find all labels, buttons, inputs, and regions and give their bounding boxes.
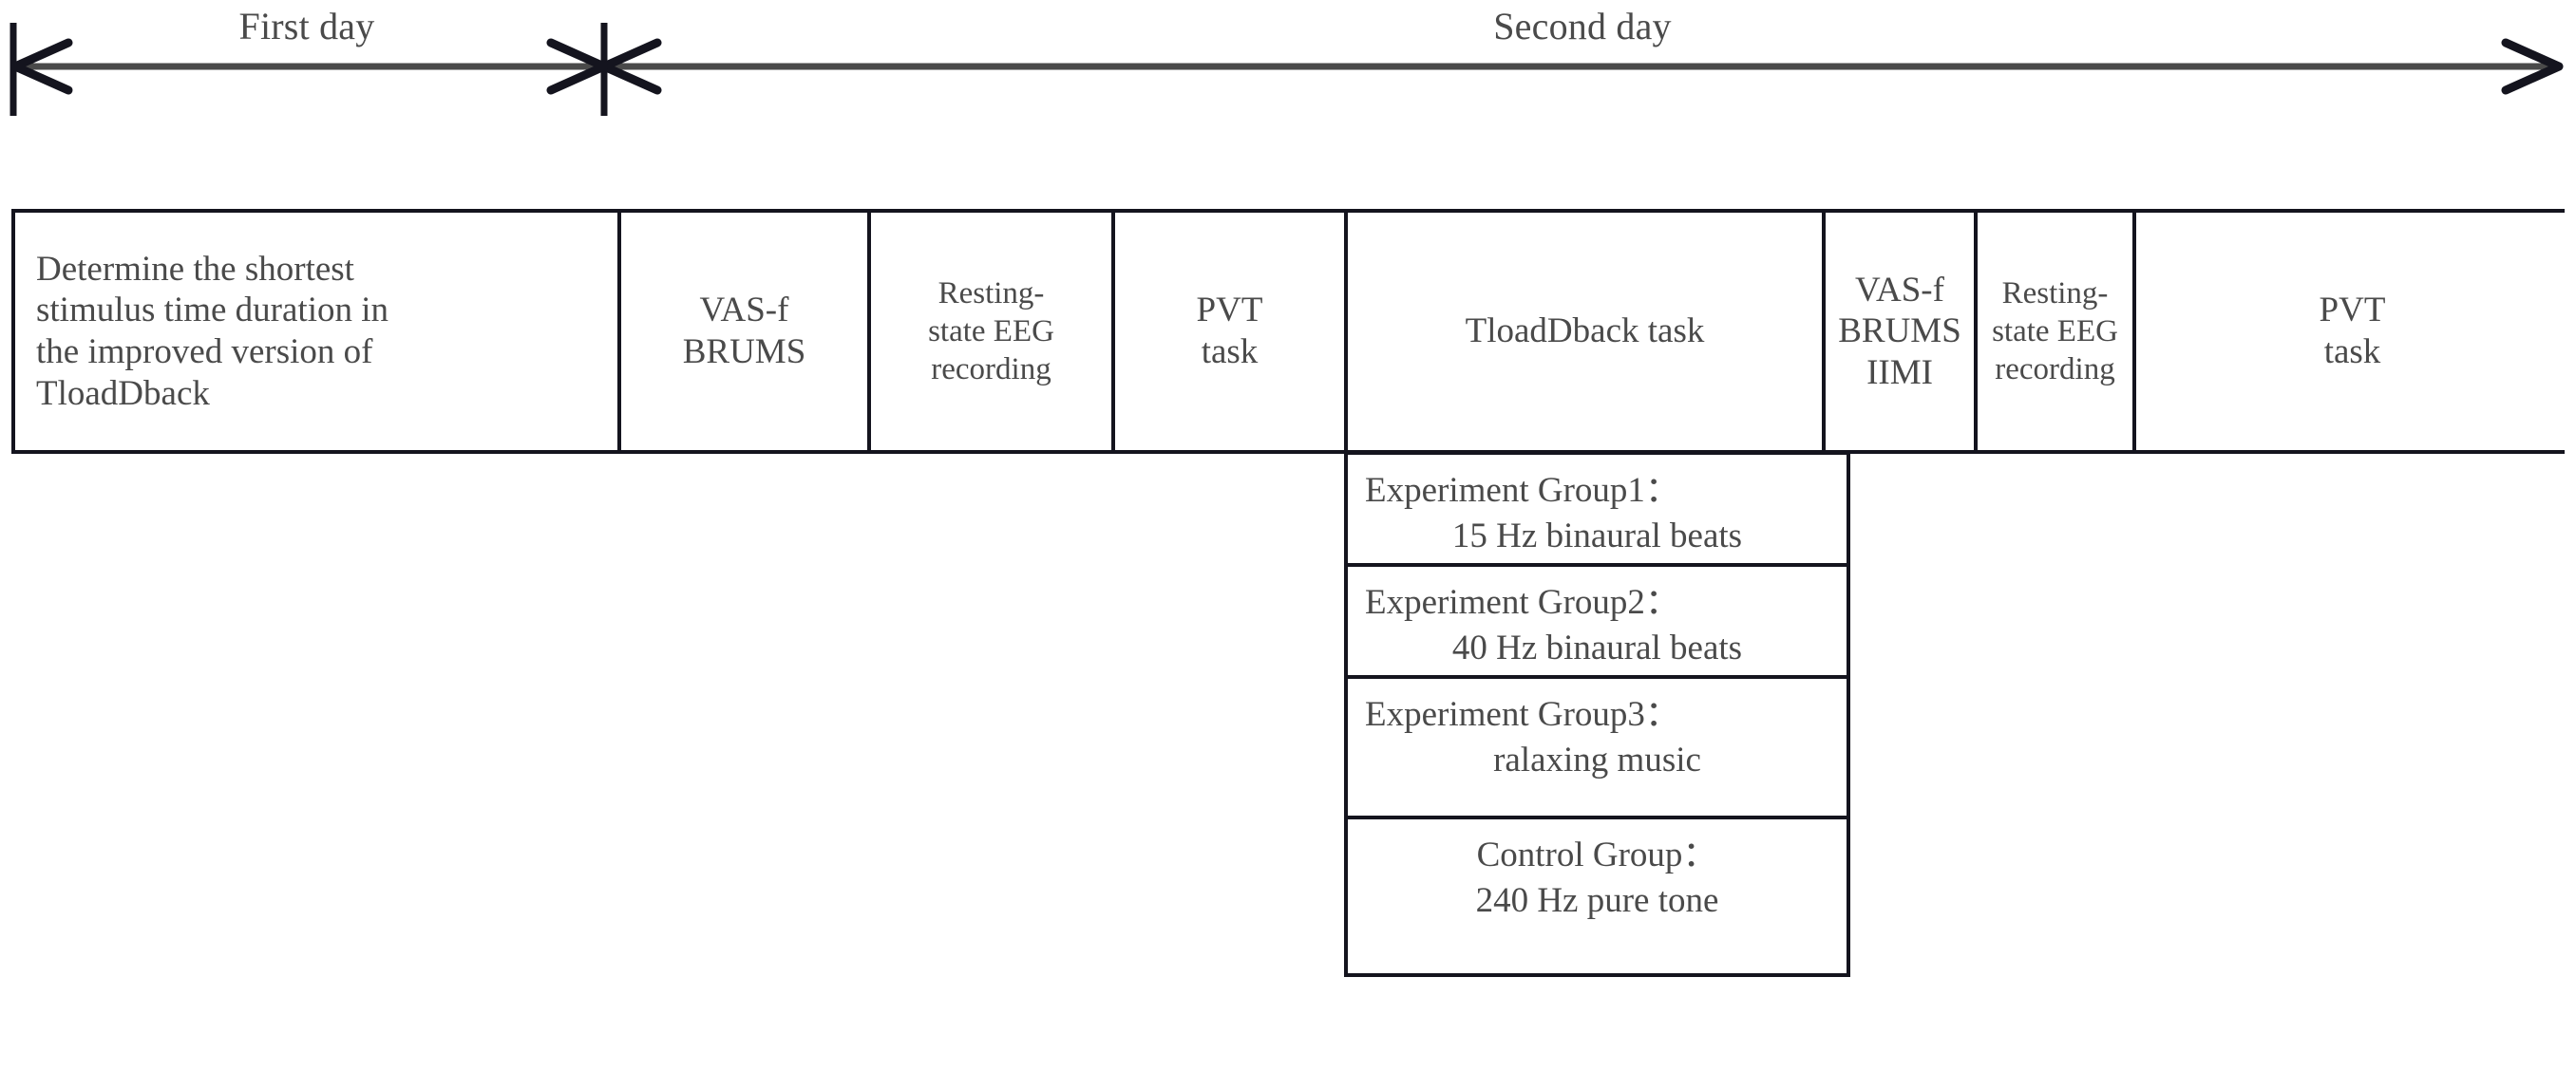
cell-text-line: the improved version of: [36, 332, 373, 371]
group-title: Experiment Group1：: [1365, 471, 1680, 510]
group-title: Control Group：: [1476, 836, 1718, 874]
protocol-step-row: Determine the shortest stimulus time dur…: [11, 209, 2568, 454]
protocol-cell-pvt-task-pre: PVT task: [1115, 213, 1348, 450]
cell-text-line: Resting-: [2001, 275, 2109, 310]
protocol-cell-tloaddback-task: TloadDback task: [1348, 213, 1826, 450]
protocol-cell-vas-f-brums-pre: VAS-f BRUMS: [621, 213, 871, 450]
cell-text-line: Determine the shortest: [36, 249, 354, 289]
cell-text-line: recording: [931, 352, 1051, 387]
condition-group-control-group: Control Group： 240 Hz pure tone: [1344, 816, 1850, 977]
protocol-cell-vas-f-brums-iimi-post: VAS-f BRUMS IIMI: [1826, 213, 1978, 450]
group-detail: 240 Hz pure tone: [1475, 881, 1719, 921]
cell-text-line: BRUMS: [682, 332, 806, 371]
group-title: Experiment Group3：: [1365, 695, 1680, 734]
cell-text-line: state EEG: [928, 313, 1054, 348]
condition-group-experiment-group-2: Experiment Group2： 40 Hz binaural beats: [1344, 563, 1850, 675]
protocol-cell-pvt-task-post: PVT task: [2136, 213, 2568, 450]
cell-text-line: TloadDback task: [1465, 311, 1705, 351]
protocol-cell-resting-state-eeg-post: Resting- state EEG recording: [1978, 213, 2136, 450]
timeline-arrowhead-left: [10, 38, 73, 95]
cell-text-line: Resting-: [938, 275, 1045, 310]
cell-text-line: recording: [1995, 352, 2115, 387]
cell-text-line: BRUMS: [1838, 311, 1961, 351]
cell-text-line: task: [2323, 332, 2381, 371]
cell-text-line: PVT: [2319, 291, 2386, 330]
protocol-cell-determine-stimulus-duration: Determine the shortest stimulus time dur…: [15, 213, 621, 450]
timeline-arrowhead-middle-left: [546, 38, 609, 95]
timeline-label-second-day: Second day: [1493, 5, 1672, 47]
cell-text-line: task: [1201, 332, 1259, 371]
condition-group-experiment-group-1: Experiment Group1： 15 Hz binaural beats: [1344, 451, 1850, 563]
timeline-arrow-graphic: [9, 23, 2564, 116]
group-detail: ralaxing music: [1493, 741, 1701, 780]
condition-groups-stack: Experiment Group1： 15 Hz binaural beats …: [1344, 451, 1850, 977]
group-detail: 40 Hz binaural beats: [1451, 629, 1743, 668]
group-detail: 15 Hz binaural beats: [1451, 517, 1743, 556]
timeline-axis: First day Second day: [0, 0, 2576, 142]
timeline-arrowhead-middle-right: [599, 38, 662, 95]
cell-text-line: VAS-f: [699, 291, 789, 330]
protocol-cell-resting-state-eeg-pre: Resting- state EEG recording: [871, 213, 1115, 450]
cell-text-line: IIMI: [1866, 352, 1933, 392]
timeline-label-first-day: First day: [238, 5, 375, 47]
condition-group-experiment-group-3: Experiment Group3： ralaxing music: [1344, 675, 1850, 816]
timeline-arrowhead-right: [2501, 38, 2564, 95]
cell-text-line: VAS-f: [1855, 270, 1944, 310]
cell-text-line: state EEG: [1992, 313, 2118, 348]
cell-text-line: stimulus time duration in: [36, 291, 389, 330]
cell-text-line: TloadDback: [36, 373, 210, 413]
cell-text-line: PVT: [1196, 291, 1263, 330]
group-title: Experiment Group2：: [1365, 583, 1680, 622]
